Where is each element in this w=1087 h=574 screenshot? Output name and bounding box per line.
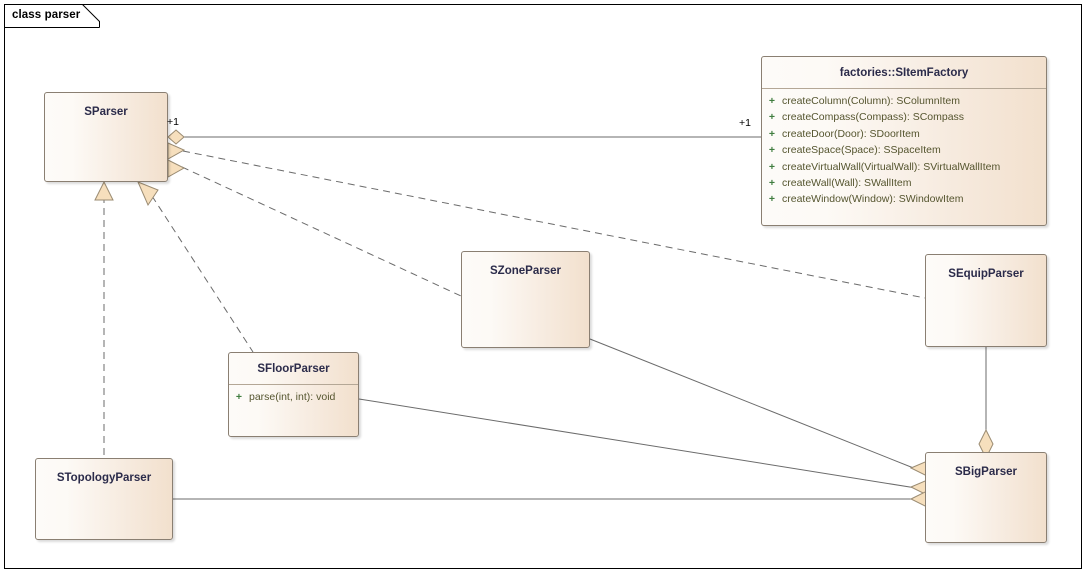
aggregation-diamond-sparser-factory bbox=[167, 129, 185, 145]
operations-compartment-sfloorparser: + parse(int, int): void bbox=[229, 384, 358, 409]
realization-triangle-sparser-topology bbox=[94, 180, 114, 201]
operation-signature: createWindow(Window): SWindowItem bbox=[782, 193, 964, 206]
edge-sbigparser-owns-szoneparser bbox=[589, 338, 917, 470]
operation-signature: createCompass(Compass): SCompass bbox=[782, 111, 965, 124]
operation-signature: createSpace(Space): SSpaceItem bbox=[782, 144, 941, 157]
class-box-sitemfactory[interactable]: factories::SItemFactory + createColumn(C… bbox=[761, 56, 1047, 226]
diagram-frame-tab bbox=[4, 4, 100, 28]
operation-row: + createVirtualWall(VirtualWall): SVirtu… bbox=[762, 159, 1046, 175]
class-name-stopologyparser: STopologyParser bbox=[56, 472, 152, 484]
edge-szoneparser-to-sparser bbox=[181, 166, 462, 297]
diagram-frame-tab-label: class parser bbox=[12, 9, 81, 21]
operation-row: + createWindow(Window): SWindowItem bbox=[762, 191, 1046, 207]
operation-row: + createDoor(Door): SDoorItem bbox=[762, 126, 1046, 142]
operation-visibility: + bbox=[768, 144, 776, 157]
operation-signature: createColumn(Column): SColumnItem bbox=[782, 95, 960, 107]
operation-visibility: + bbox=[768, 160, 776, 173]
operation-visibility: + bbox=[768, 193, 776, 206]
class-name-sitemfactory: factories::SItemFactory bbox=[839, 67, 969, 79]
operation-visibility: + bbox=[768, 177, 776, 190]
class-box-sbigparser[interactable]: SBigParser bbox=[925, 452, 1047, 543]
operation-visibility: + bbox=[768, 127, 776, 140]
operation-visibility: + bbox=[768, 111, 776, 124]
operation-row: + createCompass(Compass): SCompass bbox=[762, 109, 1046, 125]
operation-signature: createWall(Wall): SWallItem bbox=[782, 177, 912, 190]
edge-sequipparser-to-sparser bbox=[182, 150, 926, 299]
class-box-sequipparser[interactable]: SEquipParser bbox=[925, 254, 1047, 347]
multiplicity-label-target: +1 bbox=[739, 117, 751, 129]
class-box-sparser[interactable]: SParser bbox=[44, 92, 168, 182]
class-box-sfloorparser[interactable]: SFloorParser + parse(int, int): void bbox=[228, 352, 359, 437]
realization-triangle-sparser-zone bbox=[167, 159, 186, 178]
realization-triangle-sparser-floor bbox=[137, 181, 159, 207]
edge-sfloorparser-to-sparser bbox=[151, 195, 254, 353]
operation-visibility: + bbox=[235, 391, 243, 403]
class-name-sparser: SParser bbox=[84, 106, 128, 118]
class-box-stopologyparser[interactable]: STopologyParser bbox=[35, 458, 173, 540]
operation-row: + createColumn(Column): SColumnItem bbox=[762, 93, 1046, 109]
class-name-szoneparser: SZoneParser bbox=[490, 265, 561, 277]
class-name-sbigparser: SBigParser bbox=[954, 466, 1017, 478]
operation-visibility: + bbox=[768, 95, 776, 107]
class-name-sequipparser: SEquipParser bbox=[948, 268, 1024, 280]
operation-signature: createVirtualWall(VirtualWall): SVirtual… bbox=[782, 160, 1001, 173]
operation-signature: parse(int, int): void bbox=[249, 391, 336, 403]
operation-row: + parse(int, int): void bbox=[229, 389, 358, 405]
operation-row: + createWall(Wall): SWallItem bbox=[762, 175, 1046, 191]
realization-triangle-sparser-equip bbox=[167, 142, 186, 160]
class-name-sfloorparser: SFloorParser bbox=[257, 363, 330, 375]
class-box-szoneparser[interactable]: SZoneParser bbox=[461, 251, 590, 348]
multiplicity-label-source: +1 bbox=[167, 116, 179, 128]
operation-row: + createSpace(Space): SSpaceItem bbox=[762, 142, 1046, 158]
operation-signature: createDoor(Door): SDoorItem bbox=[782, 127, 920, 140]
edge-sbigparser-owns-sfloorparser bbox=[358, 398, 917, 489]
operations-compartment-sitemfactory: + createColumn(Column): SColumnItem + cr… bbox=[762, 88, 1046, 212]
